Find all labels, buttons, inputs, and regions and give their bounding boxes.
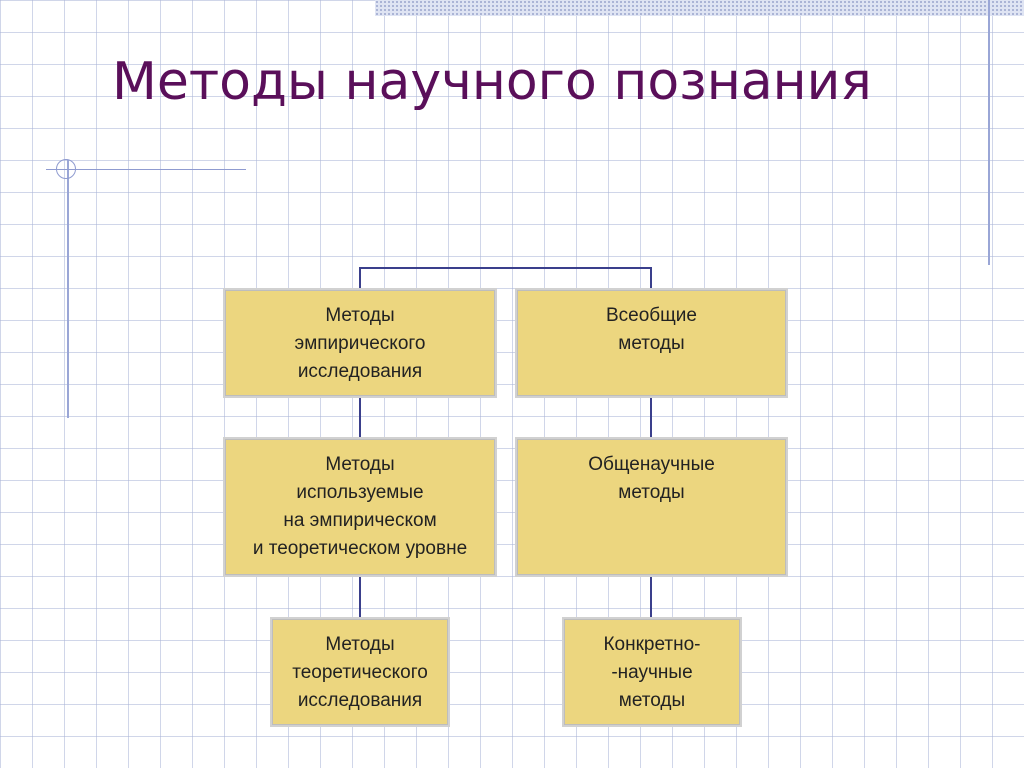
- box-empirical-methods: Методы эмпирического исследования: [223, 288, 497, 398]
- box-general-scientific-methods: Общенаучные методы: [515, 437, 788, 577]
- box-concrete-scientific-methods: Конкретно- -научные методы: [562, 617, 742, 727]
- box-theoretical-methods: Методы теоретического исследования: [270, 617, 450, 727]
- box-universal-methods-label: Всеобщие методы: [605, 305, 697, 354]
- box-empirical-methods-label: Методы эмпирического исследования: [294, 305, 426, 382]
- decorative-circle: [56, 159, 76, 179]
- decorative-top-band: [375, 0, 1024, 16]
- decorative-vertical-line-right: [988, 0, 990, 265]
- decorative-horizontal-line: [46, 169, 246, 170]
- box-concrete-scientific-methods-label: Конкретно- -научные методы: [603, 634, 701, 711]
- box-theoretical-methods-label: Методы теоретического исследования: [292, 634, 428, 711]
- box-both-levels-methods-label: Методы используемые на эмпирическом и те…: [252, 454, 468, 559]
- box-general-scientific-methods-label: Общенаучные методы: [588, 454, 715, 503]
- decorative-vertical-line-left: [67, 160, 69, 418]
- box-universal-methods: Всеобщие методы: [515, 288, 788, 398]
- box-both-levels-methods: Методы используемые на эмпирическом и те…: [223, 437, 497, 577]
- slide-title: Методы научного познания: [112, 52, 872, 112]
- connector-top-bracket: [359, 267, 652, 288]
